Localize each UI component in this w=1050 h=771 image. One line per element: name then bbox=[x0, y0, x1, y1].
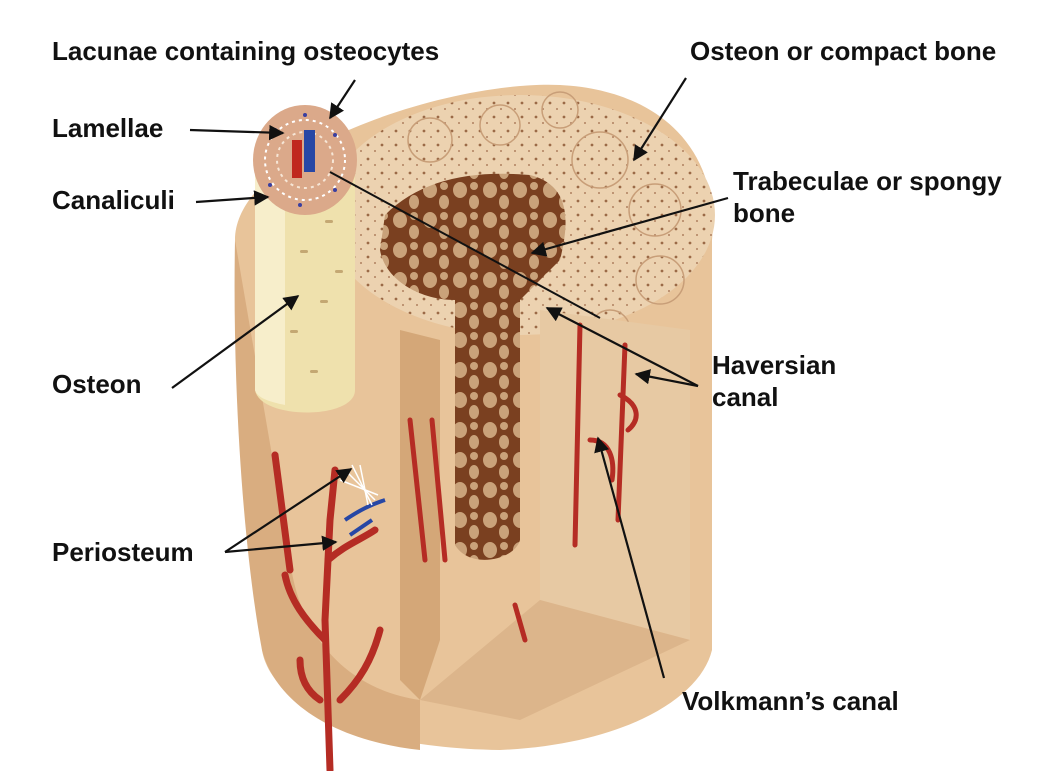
periosteum-vessels bbox=[271, 451, 384, 771]
vein bbox=[304, 130, 315, 172]
label-haversian: Haversian canal bbox=[712, 350, 836, 413]
arrow-haversian-1 bbox=[634, 369, 699, 388]
label-lacunae: Lacunae containing osteocytes bbox=[52, 36, 440, 66]
artery bbox=[292, 140, 302, 178]
label-volkmann: Volkmann’s canal bbox=[682, 686, 899, 716]
label-trabeculae-line2: bone bbox=[733, 197, 796, 228]
arrow-volkmann bbox=[594, 436, 666, 679]
arrow-trabeculae bbox=[530, 196, 729, 257]
arrow-haversian-2 bbox=[545, 307, 699, 387]
arrow-osteon-compact bbox=[633, 77, 687, 162]
label-lamellae: Lamellae bbox=[52, 113, 164, 143]
osteon-pointer-line bbox=[329, 171, 601, 319]
bone-cylinder bbox=[234, 84, 715, 771]
arrow-osteon bbox=[171, 295, 300, 389]
label-trabeculae: Trabeculae or spongy bone bbox=[733, 166, 1002, 229]
arrow-periosteum-2 bbox=[224, 535, 338, 554]
spongy-bone bbox=[380, 173, 566, 560]
label-haversian-line2: canal bbox=[712, 381, 779, 412]
arrow-canaliculi bbox=[195, 190, 270, 206]
leader-arrows bbox=[171, 77, 729, 679]
arrow-lamellae bbox=[189, 124, 285, 141]
label-osteon: Osteon bbox=[52, 369, 142, 399]
label-haversian-line1: Haversian bbox=[712, 350, 837, 380]
label-canaliculi: Canaliculi bbox=[52, 185, 175, 215]
arrow-lacunae bbox=[329, 79, 356, 120]
arrow-periosteum-1 bbox=[224, 468, 353, 553]
label-trabeculae-line1: Trabeculae or spongy bbox=[733, 166, 1002, 196]
label-osteon-compact: Osteon or compact bone bbox=[690, 36, 997, 66]
label-periosteum: Periosteum bbox=[52, 537, 194, 567]
